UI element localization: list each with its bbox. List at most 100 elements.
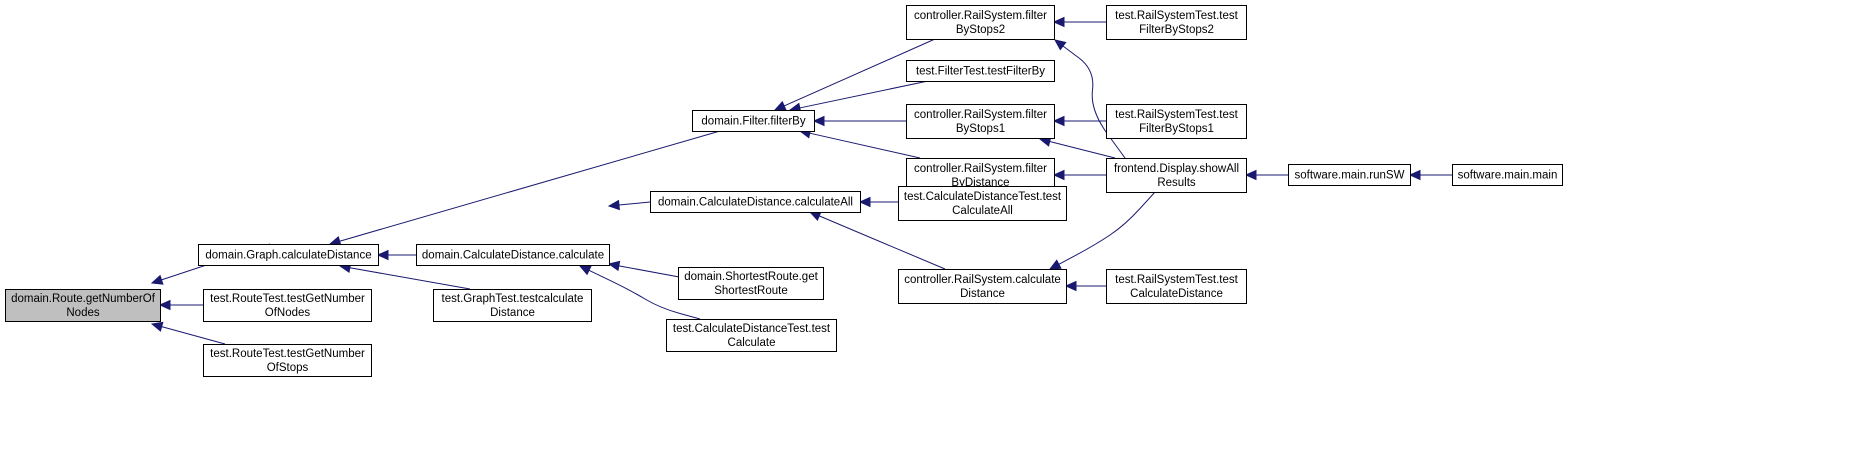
edge-line [819, 215, 946, 270]
node-box[interactable] [650, 191, 861, 213]
graph-node-test-filtertest-testfilterby[interactable]: test.FilterTest.testFilterBy [906, 60, 1055, 82]
node-box[interactable] [203, 344, 372, 377]
node-label-line: FilterByStops1 [1139, 123, 1214, 135]
node-box[interactable] [203, 289, 372, 322]
node-box[interactable] [433, 289, 592, 322]
arrowhead-icon [773, 100, 787, 111]
node-label-line: domain.Graph.calculateDistance [205, 250, 371, 262]
node-label-line: OfStops [267, 362, 309, 374]
edge-line [161, 326, 226, 345]
node-box[interactable] [1106, 269, 1247, 304]
edge-line [783, 38, 936, 107]
edge-line [618, 201, 651, 206]
node-label-line: domain.Route.getNumberOf [11, 293, 156, 305]
arrowhead-icon [1052, 16, 1065, 28]
edge-n20-to-n18 [1244, 169, 1288, 181]
node-box[interactable] [1288, 164, 1411, 186]
node-box[interactable] [906, 104, 1055, 139]
node-label-line: CalculateDistance [1130, 288, 1223, 300]
node-box[interactable] [416, 244, 610, 266]
node-label-line: test.GraphTest.testcalculate [442, 293, 584, 305]
arrowhead-icon [1244, 169, 1257, 181]
graph-node-domain-calculatedistance-calculateall[interactable]: domain.CalculateDistance.calculateAll [650, 191, 861, 213]
node-label-line: CalculateAll [952, 205, 1013, 217]
node-box[interactable] [678, 267, 824, 300]
edge-line [799, 80, 929, 109]
node-label-line: controller.RailSystem.filter [914, 10, 1047, 22]
node-box[interactable] [666, 319, 837, 352]
node-box[interactable] [1106, 104, 1247, 139]
arrowhead-icon [376, 249, 389, 261]
graph-node-controller-railsystem-calculatedistance[interactable]: controller.RailSystem.calculateDistance [898, 269, 1067, 304]
edge-line [809, 132, 921, 159]
graph-node-software-main-main[interactable]: software.main.main [1452, 164, 1563, 186]
edge-n18-to-n7 [1054, 39, 1126, 159]
edge-line [1049, 140, 1116, 159]
node-label-line: test.RailSystemTest.test [1115, 10, 1239, 22]
arrowhead-icon [1052, 115, 1065, 127]
node-label-line: controller.RailSystem.filter [914, 163, 1047, 175]
arrowhead-icon [1052, 169, 1065, 181]
edge-line [588, 269, 701, 320]
node-label-line: domain.CalculateDistance.calculate [422, 250, 604, 262]
node-label-line: test.RailSystemTest.test [1115, 109, 1239, 121]
edge-n11-to-n5 [607, 199, 651, 211]
node-box[interactable] [1452, 164, 1563, 186]
node-label-line: software.main.runSW [1295, 170, 1405, 182]
arrowhead-icon [150, 274, 164, 285]
node-label-line: domain.CalculateDistance.calculateAll [658, 197, 853, 209]
arrowhead-icon [578, 265, 592, 276]
node-label-line: OfNodes [265, 307, 311, 319]
node-label-line: domain.ShortestRoute.get [684, 271, 818, 283]
arrowhead-icon [1064, 280, 1077, 292]
node-label-line: test.RouteTest.testGetNumber [210, 293, 365, 305]
graph-node-domain-filter-filterby[interactable]: domain.Filter.filterBy [692, 110, 815, 132]
arrowhead-icon [158, 299, 171, 311]
graph-node-test-calculatedistancetest-testcalculateall[interactable]: test.CalculateDistanceTest.testCalculate… [898, 186, 1067, 221]
node-label-line: test.CalculateDistanceTest.test [673, 323, 831, 335]
node-label-line: test.FilterTest.testFilterBy [916, 66, 1045, 78]
arrowhead-icon [607, 199, 620, 211]
node-box[interactable] [906, 5, 1055, 40]
edge-line [1058, 191, 1156, 265]
edge-n12-to-n5 [607, 260, 691, 280]
node-label-line: controller.RailSystem.calculate [904, 274, 1061, 286]
graph-node-domain-calculatedistance-calculate[interactable]: domain.CalculateDistance.calculate [416, 244, 610, 266]
node-label-line: Distance [960, 288, 1005, 300]
node-box[interactable] [692, 110, 815, 132]
graph-node-software-main-runsw[interactable]: software.main.runSW [1288, 164, 1411, 186]
edge-n5-to-n1 [376, 249, 416, 261]
edge-n9-to-n4 [812, 115, 906, 127]
node-box[interactable] [898, 186, 1067, 221]
node-label-line: domain.Filter.filterBy [701, 116, 805, 128]
edge-line [339, 130, 721, 242]
node-box[interactable] [898, 269, 1067, 304]
node-box[interactable] [1106, 5, 1247, 40]
arrowhead-icon [1048, 259, 1062, 270]
arrowhead-icon [812, 115, 825, 127]
node-box[interactable] [906, 60, 1055, 82]
graph-node-test-railsystemtest-testcalculatedistance[interactable]: test.RailSystemTest.testCalculateDistanc… [1106, 269, 1247, 304]
node-box[interactable] [5, 289, 161, 322]
edges-layer [150, 16, 1452, 345]
arrowhead-icon [1408, 169, 1421, 181]
edge-n16-to-n7 [1052, 16, 1106, 28]
node-box[interactable] [198, 244, 379, 266]
node-label-line: ShortestRoute [714, 285, 788, 297]
node-box[interactable] [1106, 158, 1247, 193]
edge-n6-to-n1 [338, 262, 471, 290]
edge-line [1062, 45, 1126, 159]
graph-node-domain-graph-calculatedistance[interactable]: domain.Graph.calculateDistance [198, 244, 379, 266]
